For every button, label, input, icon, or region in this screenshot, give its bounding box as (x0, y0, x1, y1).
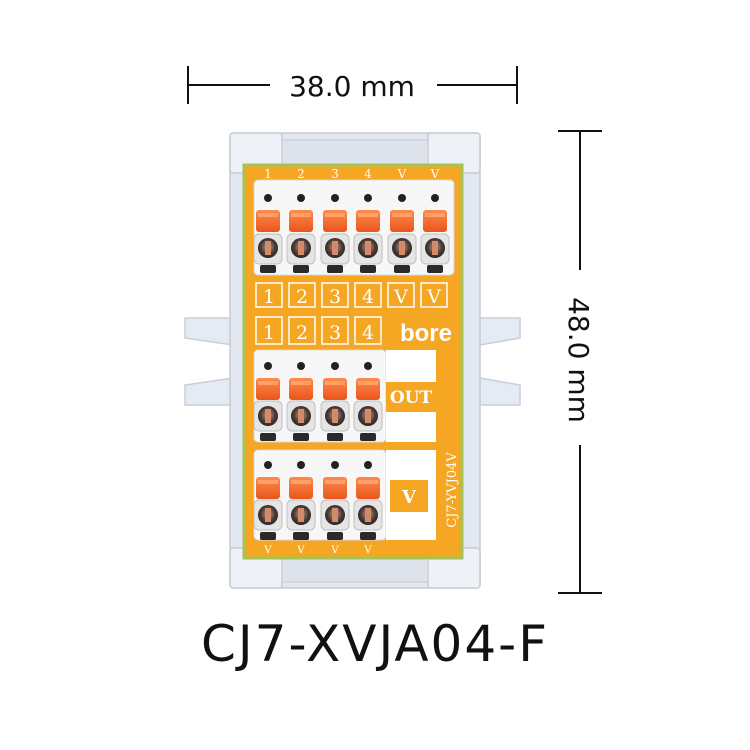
din-rail-clip-right (479, 317, 521, 406)
terminal[interactable] (320, 362, 350, 441)
terminal[interactable] (286, 362, 316, 441)
out-tag-box (386, 382, 436, 412)
top-box-label: 2 (296, 286, 308, 308)
terminal[interactable] (387, 194, 417, 273)
bottom-pin-label: V (330, 545, 339, 556)
top-pin-label: 3 (331, 167, 339, 181)
top-box-label: 1 (263, 286, 275, 308)
top-pin-label: 4 (364, 167, 372, 181)
board-code-label: CJ7-YVJ04V (445, 452, 460, 528)
out-number-label: 4 (362, 322, 374, 344)
out-number-boxes (255, 316, 382, 345)
terminal[interactable] (353, 362, 383, 441)
terminal[interactable] (286, 461, 316, 540)
terminal[interactable] (353, 194, 383, 273)
height-label: 48.0 mm (562, 297, 595, 423)
top-pin-label: 2 (297, 167, 305, 181)
din-rail-clip-left (184, 317, 234, 406)
width-dimension: 38.0 mm (187, 66, 518, 104)
bottom-pin-label: V (296, 545, 305, 556)
terminal[interactable] (420, 194, 450, 273)
top-box-label: V (393, 286, 408, 308)
top-box-label: 3 (329, 286, 341, 308)
bottom-pin-label: V (363, 545, 372, 556)
product-model-title: CJ7-XVJA04-F (201, 615, 549, 673)
terminal[interactable] (253, 362, 283, 441)
terminal[interactable] (253, 461, 283, 540)
out-tag-label: OUT (390, 388, 433, 408)
out-number-label: 2 (296, 322, 308, 344)
width-label: 38.0 mm (289, 70, 415, 103)
terminal[interactable] (286, 194, 316, 273)
top-pin-label: 1 (264, 167, 272, 181)
bottom-pin-label: V (263, 545, 272, 556)
terminal[interactable] (320, 194, 350, 273)
top-pin-label: V (430, 167, 440, 181)
terminal[interactable] (253, 194, 283, 273)
top-box-label: V (426, 286, 441, 308)
v-tag-box (390, 480, 428, 512)
brand-logo: bore (400, 320, 452, 347)
top-box-label: 4 (362, 286, 374, 308)
out-number-label: 1 (263, 322, 275, 344)
v-tag-label: V (401, 487, 417, 508)
top-pin-label: V (397, 167, 407, 181)
terminal[interactable] (320, 461, 350, 540)
height-dimension: 48.0 mm (558, 130, 602, 594)
out-number-label: 3 (329, 322, 341, 344)
top-number-boxes (255, 282, 448, 308)
terminal[interactable] (353, 461, 383, 540)
